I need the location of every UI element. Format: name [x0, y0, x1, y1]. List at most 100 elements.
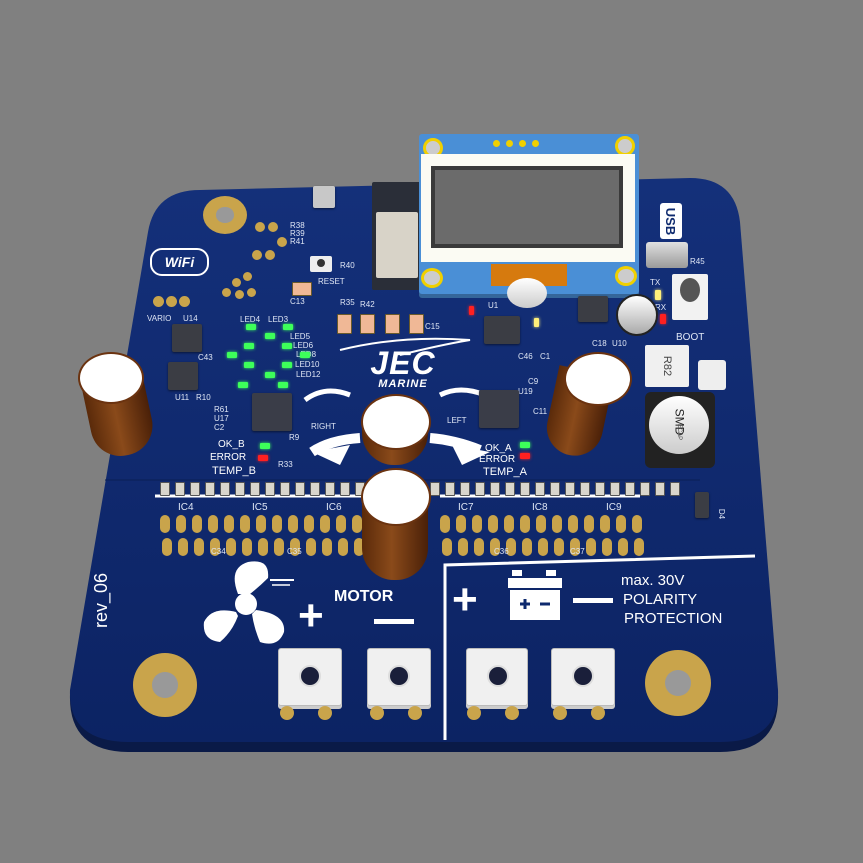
designator-c37: C37 [570, 547, 585, 556]
designator-c39: C18 [592, 339, 607, 348]
left-button[interactable] [479, 390, 519, 428]
oled-screen [431, 166, 623, 248]
right-button[interactable] [252, 393, 292, 431]
logo-subtitle: MARINE [378, 378, 428, 390]
motor-minus-terminal[interactable] [367, 648, 431, 706]
temp-b-label: TEMP_B [212, 465, 257, 477]
rx-led [660, 314, 666, 324]
terminal-pad [318, 706, 332, 720]
terminal-pad [591, 706, 605, 720]
designator-r35: R35 [340, 298, 355, 307]
vario-pad-1 [153, 296, 164, 307]
oled-frame [421, 154, 635, 262]
mounting-hole-bottom-right [645, 650, 711, 716]
motor-plus-terminal[interactable] [278, 648, 342, 706]
designator-r38: R38 [290, 221, 305, 230]
designator-ic8: IC8 [532, 502, 548, 513]
status-led [278, 382, 288, 388]
reset-button-cap [317, 259, 325, 267]
led19 [534, 318, 539, 327]
reset-label: RESET [318, 277, 345, 286]
designator-r42: R42 [360, 300, 375, 309]
left-label: LEFT [447, 416, 467, 425]
motor-label: MOTOR [334, 588, 394, 605]
micro-usb-connector[interactable] [646, 242, 688, 268]
designator-led6: LED6 [293, 341, 314, 350]
designator-c9: C9 [528, 377, 539, 386]
terminal-screw[interactable] [487, 665, 509, 687]
designator-c1: C1 [540, 352, 551, 361]
error-b-led [258, 455, 268, 461]
designator-u14: U14 [183, 314, 198, 323]
designator-led12: LED12 [296, 370, 321, 379]
temp-a-label: TEMP_A [483, 466, 528, 478]
smd-cap-top: SMD ECAP [649, 396, 709, 454]
error-a-label: ERROR [479, 454, 516, 465]
oled-header-pins [493, 140, 539, 147]
designator-c46: C46 [518, 352, 533, 361]
fuse-holder [698, 360, 726, 390]
status-led [244, 343, 254, 349]
designator-c15: C15 [425, 322, 440, 331]
oled-pin [493, 140, 500, 147]
smd-electrolytic-cap: SMD ECAP [645, 392, 715, 468]
electrolytic-cap-right-top [564, 352, 632, 406]
status-led [244, 362, 254, 368]
capacitor [409, 314, 424, 334]
designator-ic6: IC6 [326, 502, 342, 513]
protection-label: PROTECTION [624, 610, 723, 627]
terminal-pad [408, 706, 422, 720]
jp5-pad [252, 250, 262, 260]
status-led [238, 382, 248, 388]
terminal-pad [553, 706, 567, 720]
status-led [265, 372, 275, 378]
oled-pin [519, 140, 526, 147]
designator-r39: R39 [290, 229, 305, 238]
motor-plus-sign: + [298, 591, 324, 640]
status-led [246, 324, 256, 330]
designator-r10: R10 [196, 393, 211, 402]
designator-r9: R9 [289, 433, 300, 442]
designator-u17: U17 [214, 414, 229, 423]
terminal-screw[interactable] [572, 665, 594, 687]
mounting-hole-top-left [203, 196, 247, 234]
reset-button[interactable] [310, 256, 332, 272]
terminal-pad [505, 706, 519, 720]
terminal-screw[interactable] [388, 665, 410, 687]
regulator-u1 [484, 316, 520, 344]
designator-d4: D4 [717, 508, 727, 520]
designator-c11: C11 [533, 407, 548, 416]
designator-r33: R33 [278, 460, 293, 469]
designator-r40: R40 [340, 261, 355, 270]
terminal-pad [467, 706, 481, 720]
revision-label: rev_06 [91, 572, 111, 628]
regulator-u10 [578, 296, 608, 322]
ok-a-label: OK_A [485, 443, 512, 454]
oled-pin [506, 140, 513, 147]
terminal-pad [280, 706, 294, 720]
polarity-label: POLARITY [623, 591, 698, 608]
ic-u11 [168, 362, 198, 390]
electrolytic-cap-small [507, 278, 547, 308]
power-plus-terminal[interactable] [466, 648, 528, 706]
terminal-screw[interactable] [299, 665, 321, 687]
right-label: RIGHT [311, 422, 336, 431]
resistor-array-a [445, 482, 680, 496]
electrolytic-cap-left-top [78, 352, 144, 404]
jp-pad [232, 278, 241, 287]
oled-flex-cable [491, 264, 567, 286]
status-led [227, 352, 237, 358]
status-led [282, 343, 292, 349]
tx-led [655, 290, 661, 300]
boot-button[interactable] [672, 274, 708, 320]
oled-mount-hole [421, 268, 443, 288]
designator-ic4: IC4 [178, 502, 194, 513]
electrolytic-cap-center-top-cap [361, 394, 431, 450]
status-led [283, 324, 293, 330]
ic-bank-a-pins-top [440, 515, 642, 533]
logo-brand: JEC [370, 345, 436, 381]
designator-led10: LED10 [295, 360, 320, 369]
usb-label: USB [663, 207, 679, 235]
electrolytic-cap-center-bottom-cap [361, 468, 431, 526]
power-minus-terminal[interactable] [551, 648, 615, 706]
